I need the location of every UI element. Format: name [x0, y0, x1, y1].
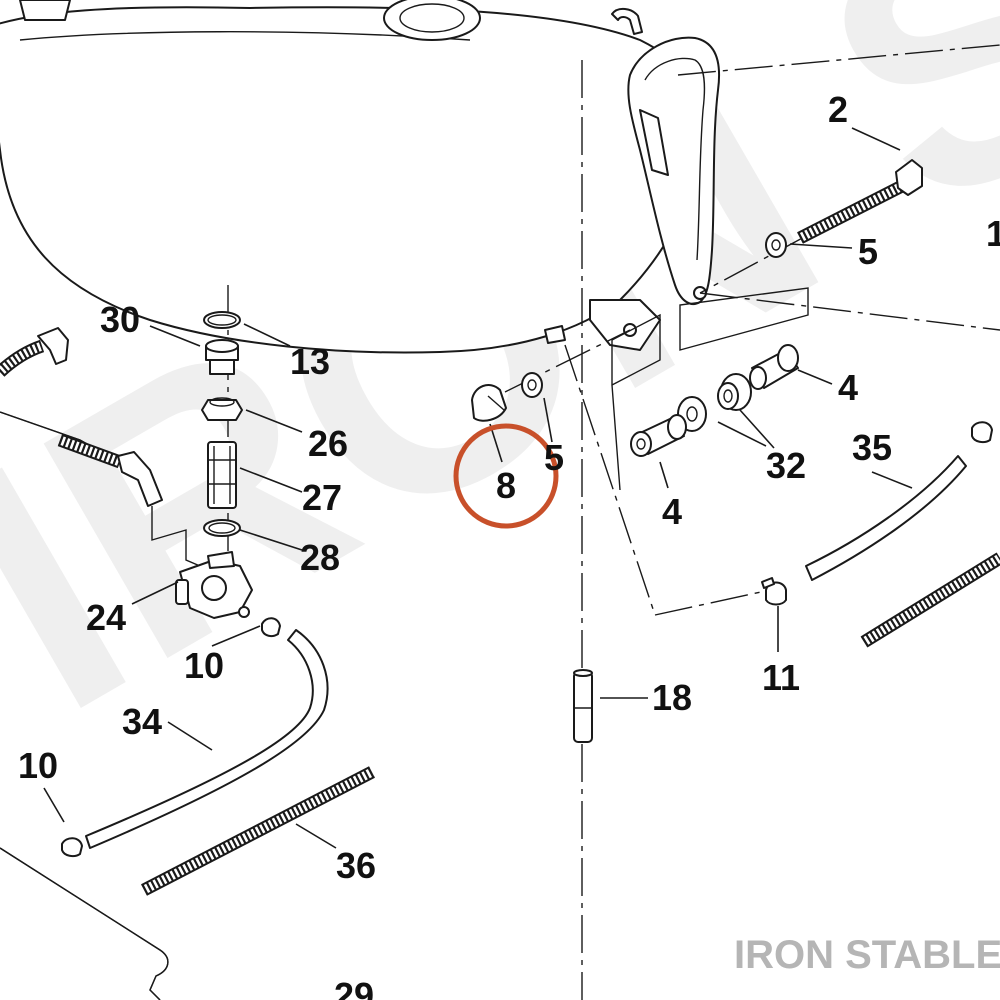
hose-clamp-10-lower: [61, 837, 83, 858]
hose-clamp-10-upper: [261, 617, 281, 638]
callout-24: 24: [86, 597, 126, 638]
hose-spring-36: [141, 766, 375, 896]
callout-4: 4: [838, 367, 858, 408]
cable-lower-left: [0, 411, 201, 567]
callout-36: 36: [336, 845, 376, 886]
callout-26: 26: [308, 423, 348, 464]
brand-logo-text: IRON STABLE: [734, 933, 1000, 977]
fuel-hose-34: [85, 629, 329, 849]
acorn-nut-8: [471, 384, 507, 422]
tank-bracket: [627, 36, 721, 305]
leader-lines: [43, 127, 913, 849]
washer-5-lower: [521, 372, 543, 398]
filter-27: [207, 441, 237, 509]
grommet-32-upper: [717, 373, 752, 411]
washer-5-upper: [765, 232, 787, 258]
o-ring-28: [203, 519, 241, 537]
highlight-circle: [453, 423, 559, 529]
callout-32: 32: [766, 445, 806, 486]
spacer-4-upper: [749, 344, 799, 390]
callout-35: 35: [852, 427, 892, 468]
callout-labels: 2 5 1 4 5 32 35 4 8 11 18 30 13 26 27 28…: [18, 89, 1000, 1000]
callout-1: 1: [986, 213, 1000, 254]
pin-18: [573, 669, 593, 743]
callout-5: 5: [858, 231, 878, 272]
hose-clamp-11: [761, 577, 787, 606]
callout-30: 30: [100, 299, 140, 340]
callout-18: 18: [652, 677, 692, 718]
nut-26: [201, 397, 243, 421]
fuel-hose-35: [805, 455, 967, 581]
callout-27: 27: [302, 477, 342, 518]
callout-5: 5: [544, 437, 564, 478]
mount-plate-right: [679, 287, 809, 351]
hose-clamp-right: [971, 421, 993, 444]
callout-2: 2: [828, 89, 848, 130]
hose-spring-right: [860, 552, 1000, 648]
callout-13: 13: [290, 341, 330, 382]
vent-fitting: [611, 8, 643, 35]
mount-plate-left: [611, 313, 661, 491]
callout-10: 10: [184, 645, 224, 686]
callout-10: 10: [18, 745, 58, 786]
petcock-24: [175, 551, 253, 619]
callout-34: 34: [122, 701, 162, 742]
crossover-line-inner: [0, 847, 169, 1000]
bolt-2: [797, 159, 923, 244]
spacer-4-lower: [630, 414, 687, 457]
fuel-tank: [0, 0, 709, 354]
fitting-30: [205, 339, 239, 375]
callout-4: 4: [662, 491, 682, 532]
crossover-line: [0, 847, 169, 1000]
callout-28: 28: [300, 537, 340, 578]
callout-29: 29: [334, 975, 374, 1000]
cable-upper-left: [0, 327, 69, 377]
o-ring-13: [203, 311, 241, 329]
callout-11: 11: [762, 657, 800, 698]
callout-8: 8: [496, 465, 516, 506]
